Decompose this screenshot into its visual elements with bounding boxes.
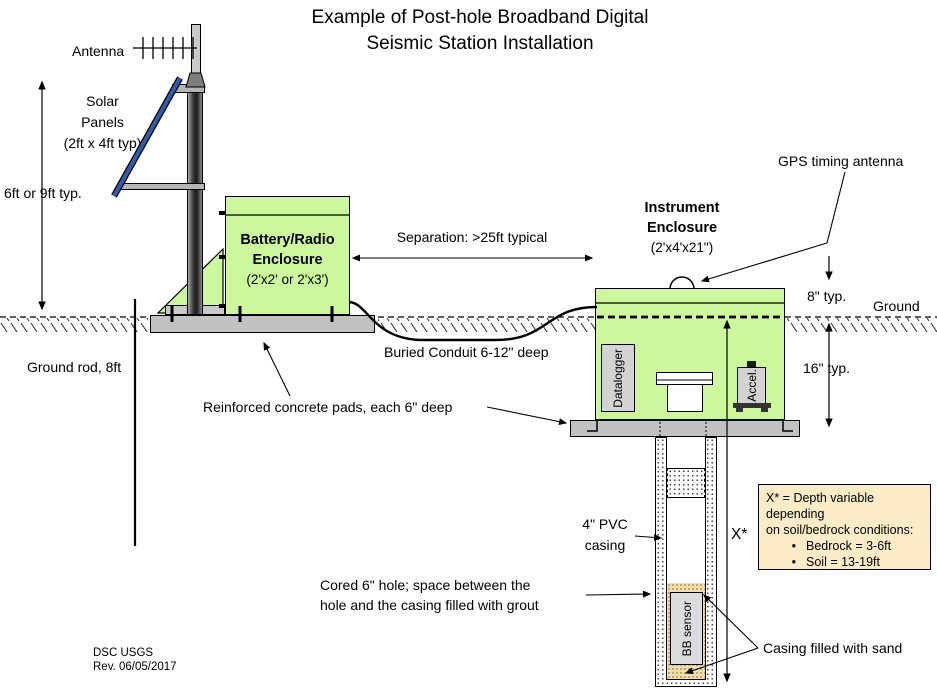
antenna-label: Antenna (72, 43, 125, 59)
datalogger-box: Datalogger (601, 344, 635, 412)
credit-text: DSC USGS Rev. 06/05/2017 (93, 647, 177, 673)
ground-rod-label: Ground rod, 8ft (27, 359, 122, 375)
cored-hole-leader (585, 590, 652, 598)
gps-antenna-label: GPS timing antenna (778, 153, 904, 169)
mast-pole (187, 85, 203, 315)
conduit-cable (348, 300, 598, 342)
bb-sensor-label: BB sensor (679, 600, 694, 657)
ground-label: Ground (873, 298, 920, 314)
bb-sensor-box: BB sensor (670, 592, 703, 665)
accel-foot-left (736, 408, 743, 412)
pvc-casing-label: 4" PVC casing (582, 516, 628, 553)
depth-note-box: X* = Depth variable depending on soil/be… (758, 484, 931, 570)
sand-fill-label: Casing filled with sand (763, 640, 903, 656)
note-line1: X* = Depth variable depending (766, 491, 875, 521)
instrument-concrete-pad (570, 420, 800, 437)
ground-hatch-left (0, 318, 148, 332)
ground-hatch-right (787, 318, 937, 332)
accel-foot-right (761, 408, 768, 412)
casing-cap-stem (667, 384, 703, 412)
diagram-title: Example of Post-hole Broadband Digital S… (180, 5, 780, 57)
solar-panels-label: Solar Panels (2ft x 4ft typ) (63, 93, 142, 151)
accel-connector (747, 361, 756, 367)
battery-enclosure-box (225, 196, 350, 315)
buried-conduit-label: Buried Conduit 6-12" deep (384, 344, 549, 360)
mast-height-label: 6ft or 9ft typ. (4, 185, 82, 201)
battery-enclosure-label: Battery/Radio Enclosure (2'x2' or 2'x3') (240, 232, 335, 287)
accel-base (733, 403, 771, 408)
datalogger-label: Datalogger (611, 348, 625, 408)
instrument-enclosure-label: Instrument Enclosure (2'x4'x21") (644, 200, 720, 255)
title-line2: Seismic Station Installation (366, 33, 594, 54)
pads-leader-right (486, 406, 568, 426)
note-bullet-1: • Bedrock = 3-6ft (766, 538, 930, 554)
solar-panel-support-bar (120, 183, 205, 190)
solar-panel-bracket (172, 84, 205, 93)
battery-concrete-pad (150, 315, 375, 333)
burial-depth-label: 16" typ. (803, 360, 850, 376)
bullet-dot: • (791, 539, 796, 553)
top-height-label: 8" typ. (807, 288, 847, 304)
separation-label: Separation: >25ft typical (396, 229, 548, 245)
depth-variable-symbol: X* (731, 526, 748, 543)
accelerometer-label: Accel. (744, 369, 759, 402)
casing-seal-band (667, 468, 705, 498)
note-bullet-2: • Soil = 13-19ft (766, 554, 930, 570)
concrete-pads-label: Reinforced concrete pads, each 6" deep (203, 399, 453, 415)
cored-hole-label: Cored 6" hole; space between the hole an… (320, 577, 539, 613)
bullet-dot: • (791, 555, 796, 569)
pads-leader-left (263, 341, 291, 397)
ground-hatch-middle (378, 318, 595, 332)
note-line2: on soil/bedrock conditions: (766, 523, 914, 537)
title-line1: Example of Post-hole Broadband Digital (311, 7, 649, 28)
accelerometer-box: Accel. (737, 367, 766, 404)
